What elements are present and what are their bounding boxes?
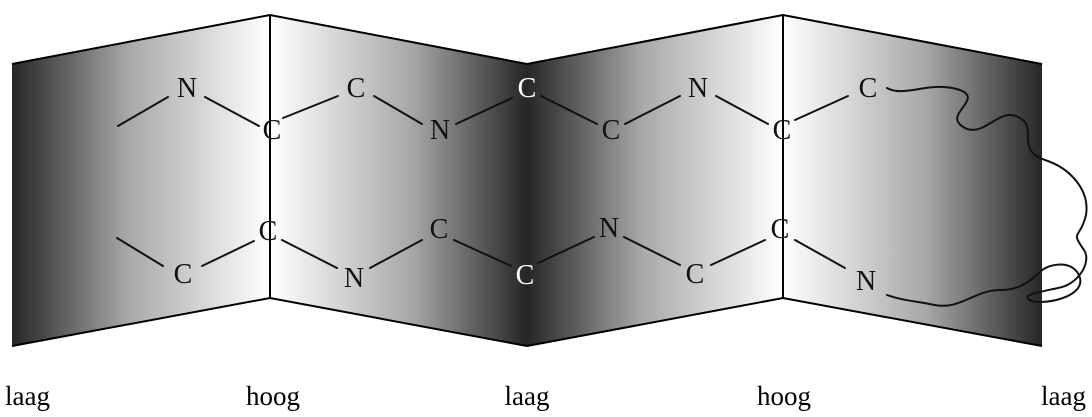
bond — [369, 239, 423, 269]
level-label-hoog: hoog — [757, 381, 811, 411]
atom-carbon: C — [174, 259, 193, 290]
bond — [537, 236, 595, 264]
bond — [715, 95, 769, 125]
bond — [624, 95, 681, 125]
sheet-top-edge — [11, 13, 1043, 66]
atom-nitrogen: N — [599, 213, 619, 244]
level-label-laag: laag — [5, 381, 50, 411]
bond — [281, 239, 338, 269]
atom-carbon: C — [259, 216, 278, 247]
bond — [117, 96, 169, 127]
bond — [204, 96, 260, 127]
bond — [623, 236, 681, 266]
atom-carbon: C — [430, 214, 449, 245]
bond — [116, 237, 164, 267]
atom-carbon: C — [263, 115, 282, 146]
atom-carbon: C — [516, 260, 535, 291]
atom-carbon: C — [859, 73, 878, 104]
atom-nitrogen: N — [177, 73, 197, 104]
sheet-bottom-edge — [11, 296, 1043, 348]
panel-4 — [783, 15, 1042, 346]
atom-carbon: C — [686, 259, 705, 290]
bond — [373, 95, 423, 125]
level-label-hoog: hoog — [246, 381, 300, 411]
atom-carbon: C — [518, 73, 537, 104]
atom-carbon: C — [771, 214, 790, 245]
panel-2 — [270, 15, 527, 346]
bond — [540, 95, 598, 125]
bond — [794, 95, 849, 121]
panel-3 — [527, 15, 783, 346]
bond — [455, 97, 513, 125]
atom-carbon: C — [347, 73, 366, 104]
bond — [282, 95, 339, 119]
level-label-laag: laag — [505, 381, 550, 411]
atom-carbon: C — [602, 115, 621, 146]
atom-nitrogen: N — [430, 115, 450, 146]
bond — [453, 239, 512, 267]
level-label-laag: laag — [1041, 381, 1086, 411]
bond — [710, 239, 766, 266]
atom-nitrogen: N — [344, 263, 364, 294]
side-chain-loop — [886, 85, 1088, 307]
panel-1 — [12, 15, 270, 346]
bond — [201, 240, 255, 267]
bond — [794, 239, 846, 269]
atom-nitrogen: N — [856, 266, 876, 297]
atom-nitrogen: N — [688, 73, 708, 104]
atom-carbon: C — [773, 115, 792, 146]
